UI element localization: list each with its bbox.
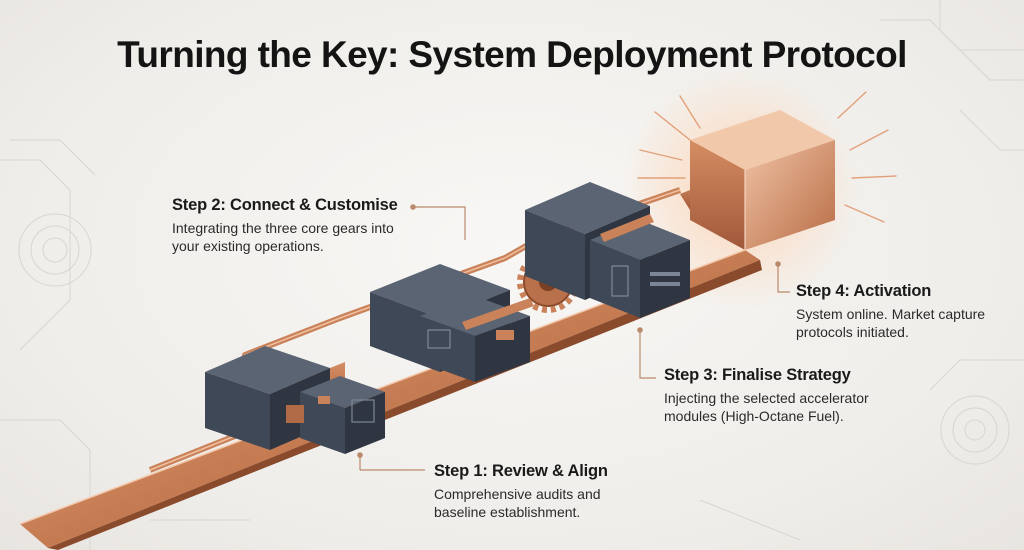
step-4-title: Step 4: Activation (796, 282, 932, 300)
step-2-callout: Step 2: Connect & Customise Integrating … (172, 196, 412, 255)
copper-key-cube (680, 110, 835, 250)
step-4-callout: Step 4: Activation System online. Market… (796, 282, 996, 341)
module-3 (525, 182, 690, 318)
step-2-title: Step 2: Connect & Customise (172, 196, 398, 214)
step-3-callout: Step 3: Finalise Strategy Injecting the … (664, 366, 884, 425)
step-4-description: System online. Market capture protocols … (796, 306, 986, 340)
page-title: Turning the Key: System Deployment Proto… (117, 34, 907, 75)
glow-rays (637, 91, 897, 223)
step-3-description: Injecting the selected accelerator modul… (664, 390, 869, 424)
step-1-title: Step 1: Review & Align (434, 462, 608, 480)
step-2-description: Integrating the three core gears into yo… (172, 220, 394, 254)
callout-lines (357, 204, 790, 471)
step-1-callout: Step 1: Review & Align Comprehensive aud… (434, 462, 644, 521)
step-3-title: Step 3: Finalise Strategy (664, 366, 851, 384)
module-2 (370, 264, 534, 382)
module-1 (205, 346, 385, 454)
step-1-description: Comprehensive audits and baseline establ… (434, 486, 601, 520)
